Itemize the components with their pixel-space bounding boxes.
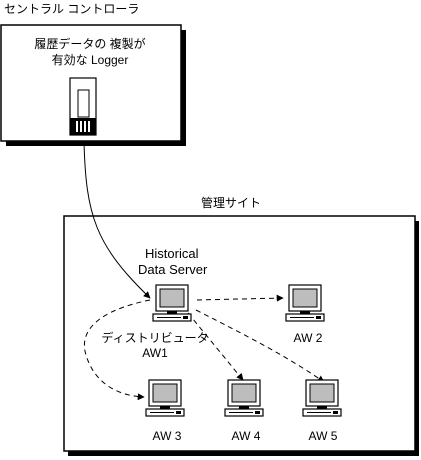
link-aw1-to-aw4 (187, 312, 244, 381)
aw2-workstation-icon (285, 284, 325, 322)
admin-site-title: 管理サイト (201, 195, 261, 210)
distribution-links (84, 294, 325, 401)
aw3-workstation-icon (145, 379, 185, 417)
hds-label-line2: Data Server (138, 262, 208, 277)
aw2-label: AW 2 (294, 331, 323, 345)
link-aw1-to-aw3 (84, 299, 151, 401)
link-aw1-to-aw5 (195, 309, 325, 383)
aw4-label: AW 4 (232, 429, 261, 443)
aw3-label: AW 3 (153, 429, 182, 443)
replication-link (83, 141, 151, 299)
central-controller-title: セントラル コントローラ (4, 2, 139, 16)
aw1-workstation-icon (152, 284, 192, 322)
hds-label-line1: Historical (145, 246, 199, 261)
aw5-label: AW 5 (309, 429, 338, 443)
logger-label-line2: 有効な Logger (52, 52, 129, 67)
aw1-label: AW1 (142, 346, 168, 360)
distributor-label: ディストリビュータ (101, 330, 208, 345)
aw5-workstation-icon (302, 379, 342, 417)
logger-server-icon (69, 77, 97, 136)
aw4-workstation-icon (224, 379, 264, 417)
logger-label-line1: 履歴データの 複製が (34, 36, 145, 51)
